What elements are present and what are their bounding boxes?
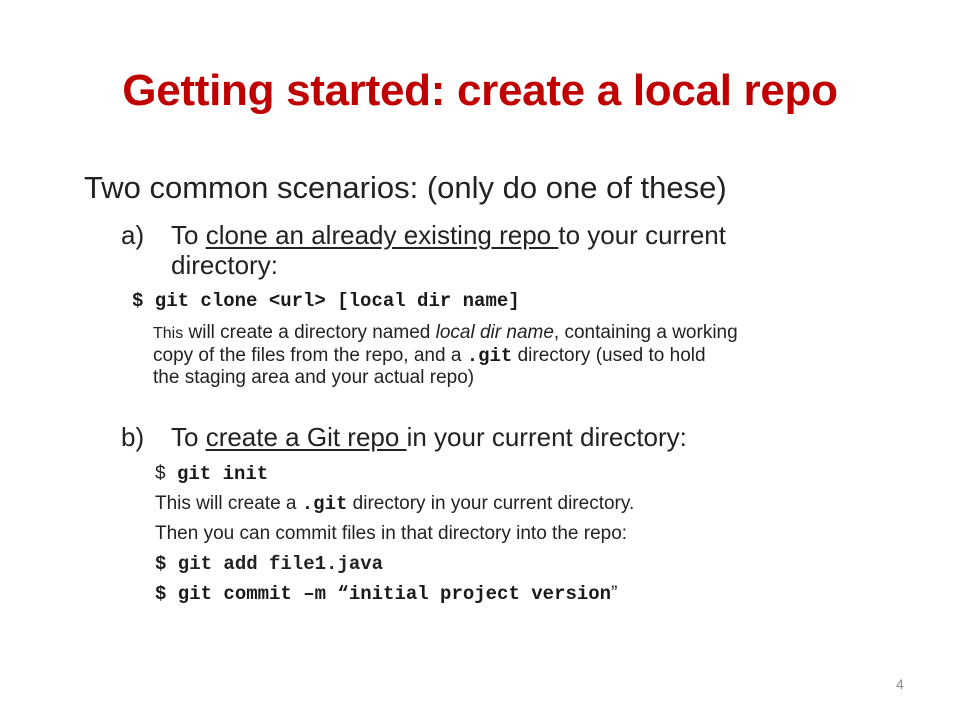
init-desc-code: .git — [301, 493, 348, 515]
clone-repo-phrase: clone an already existing repo — [205, 220, 559, 250]
section-a: a) To clone an already existing repo to … — [121, 220, 901, 389]
init-cmd: git init — [165, 463, 269, 485]
item-marker-b: b) — [121, 422, 145, 452]
section-a-heading: a) To clone an already existing repo to … — [121, 220, 901, 250]
section-a-continuation: directory: — [171, 250, 278, 280]
commit-close-quote: ” — [611, 583, 618, 604]
create-repo-phrase: create a Git repo — [205, 422, 407, 452]
init-description: This will create a .git directory in you… — [155, 492, 901, 516]
clone-desc-line-1: This will create a directory named local… — [153, 322, 901, 345]
clone-description: This will create a directory named local… — [121, 322, 901, 389]
commit-intro: Then you can commit files in that direct… — [155, 523, 628, 544]
page-number: 4 — [896, 676, 904, 692]
init-desc-pre: This will create a — [155, 493, 302, 514]
clone-desc-line-2: copy of the files from the repo, and a .… — [153, 345, 901, 367]
section-b-tail: in your current directory: — [406, 422, 687, 452]
commit-cmd: $ git commit –m “initial project version — [155, 583, 612, 605]
desc-part-4: directory (used to hold — [512, 345, 706, 366]
section-b-lead: To — [171, 422, 206, 452]
clone-desc-line-3: the staging area and your actual repo) — [153, 367, 475, 388]
section-b-body: $ git init This will create a .git direc… — [121, 462, 901, 606]
section-a-tail: to your current — [558, 220, 726, 250]
desc-git-code: .git — [466, 345, 513, 367]
init-prompt: $ — [155, 463, 166, 484]
git-add-command: $ git add file1.java — [155, 553, 384, 575]
item-marker-a: a) — [121, 220, 145, 250]
git-commit-command: $ git commit –m “initial project version… — [155, 582, 901, 606]
desc-part-3: copy of the files from the repo, and a — [153, 345, 467, 366]
desc-italic-dir: local dir name — [435, 322, 554, 343]
desc-part-2: , containing a working — [553, 322, 738, 343]
section-b: b) To create a Git repo in your current … — [121, 422, 901, 606]
section-b-text: To create a Git repo in your current dir… — [171, 422, 901, 452]
git-clone-command: $ git clone <url> [local dir name] — [132, 290, 520, 312]
section-a-text: To clone an already existing repo to you… — [171, 220, 901, 250]
init-desc-post: directory in your current directory. — [347, 493, 635, 514]
desc-this-word: This — [153, 325, 184, 342]
desc-part-1: will create a directory named — [183, 322, 436, 343]
intro-text: Two common scenarios: (only do one of th… — [84, 170, 727, 205]
slide-title: Getting started: create a local repo — [122, 66, 838, 115]
section-a-lead: To — [171, 220, 206, 250]
section-b-heading: b) To create a Git repo in your current … — [121, 422, 901, 452]
git-init-command: $ git init — [155, 462, 901, 486]
